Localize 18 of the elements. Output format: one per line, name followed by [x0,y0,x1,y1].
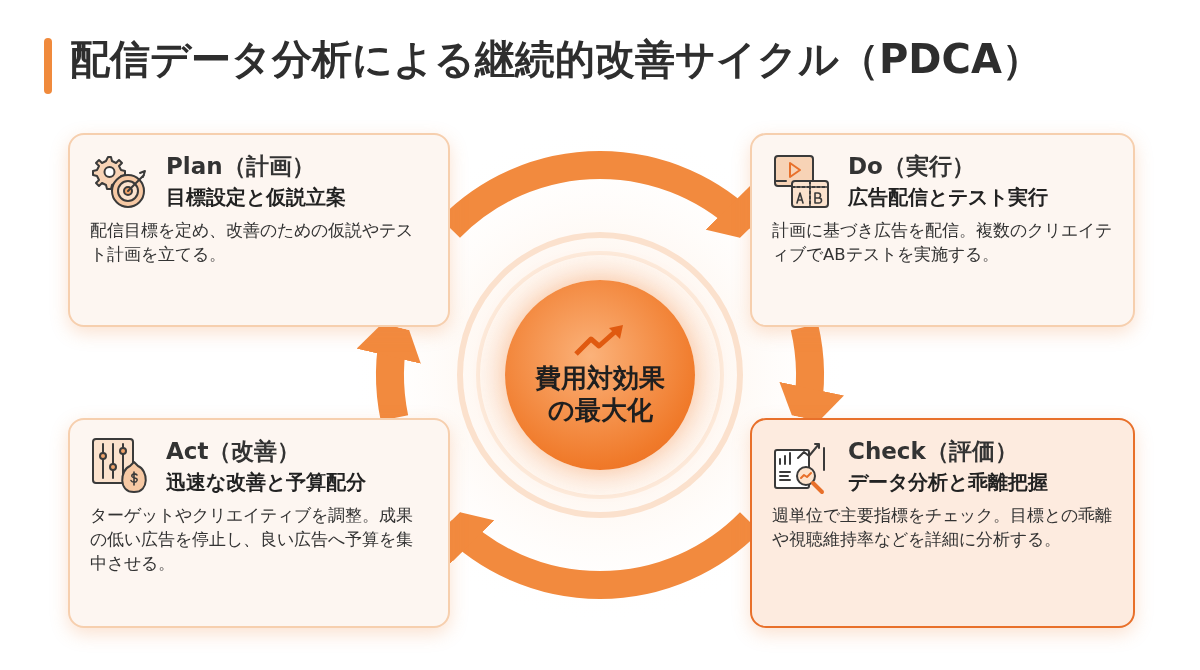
phase-subheading: 迅速な改善と予算配分 [166,469,366,495]
phase-subheading: 広告配信とテスト実行 [848,184,1048,210]
center-label: 費用対効果の最大化 [534,361,666,427]
phase-card [750,133,1135,327]
phase-subheading: 目標設定と仮説立案 [166,184,346,210]
phase-card [68,418,450,628]
phase-subheading: データ分析と乖離把握 [848,469,1048,495]
phase-card [750,418,1135,628]
phase-heading: Plan（計画） [166,152,316,181]
phase-description: ターゲットやクリエイティブを調整。成果の低い広告を停止し、良い広告へ予算を集中させる。 [90,505,414,575]
phase-description: 配信目標を定め、改善のための仮説やテスト計画を立てる。 [90,220,414,266]
phase-heading: Check（評価） [848,437,1019,466]
phase-heading: Do（実行） [848,152,976,181]
phase-description: 週単位で主要指標をチェック。目標との乖離や視聴維持率などを詳細に分析する。 [772,505,1113,551]
phase-description: 計画に基づき広告を配信。複数のクリエイティブでABテストを実施する。 [772,220,1113,266]
phase-heading: Act（改善） [166,437,302,466]
phase-card [68,133,450,327]
title: 配信データ分析による継続的改善サイクル（PDCA） [70,35,1042,84]
